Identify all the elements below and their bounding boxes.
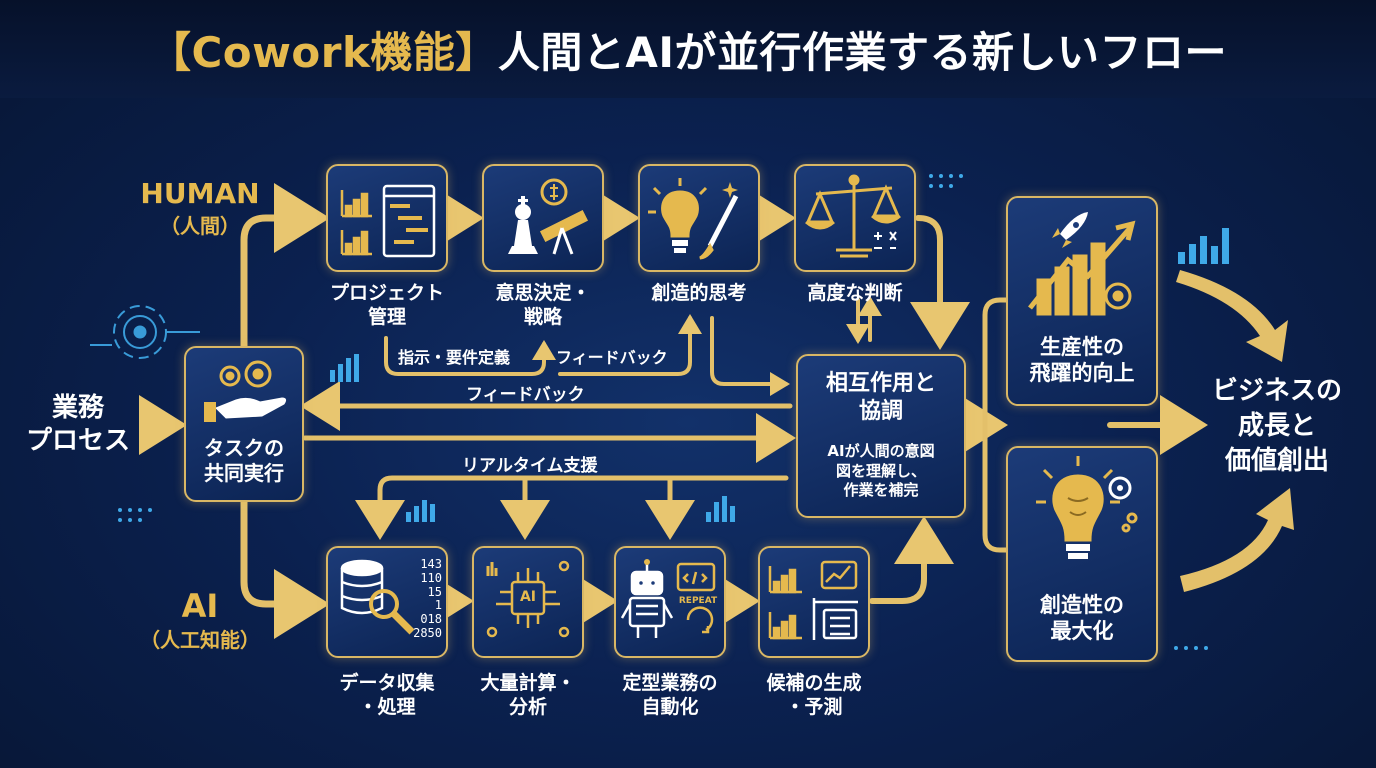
outcome-productivity-label: 生産性の 飛躍的向上 [1029, 335, 1135, 386]
business-process-label: 業務 プロセス [25, 393, 130, 456]
instruction-label: 指示・要件定義 [398, 348, 511, 367]
realtime-label: リアルタイム支援 [462, 456, 598, 476]
human-to-interaction [910, 215, 970, 350]
title-band: 【Cowork機能】人間とAIが並行作業する新しいフロー [0, 0, 1376, 98]
human-step-2 [482, 164, 604, 272]
ai-step-1-digits: 143 110 15 1 018 2850 [413, 557, 442, 640]
final-value-label: ビジネスの 成長と 価値創出 [1211, 376, 1342, 477]
interaction-desc: AIが人間の意図 図を理解し、 作業を補完 [827, 442, 935, 499]
tech-circle-decor [90, 305, 200, 359]
interaction-box: 相互作用と 協調 AIが人間の意図 図を理解し、 作業を補完 [796, 354, 966, 518]
realtime-arrow [355, 475, 789, 540]
human-step-3 [638, 164, 760, 272]
ai-step-1-label: データ収集 ・処理 [339, 672, 435, 718]
co-execution-box: タスクの 共同実行 [184, 346, 304, 502]
ai-to-interaction [869, 516, 954, 604]
human-lane-arrow [240, 183, 330, 352]
bulb-gear-icon [1036, 456, 1138, 559]
co-execution-label: タスクの 共同実行 [204, 436, 284, 485]
feedback-main-label: フィードバック [466, 385, 585, 405]
human-lane-sub: （人間） [160, 214, 240, 238]
outcome-productivity: 生産性の 飛躍的向上 [1006, 196, 1158, 406]
rocket-growth-icon [1028, 212, 1136, 316]
human-step-3-label: 創造的思考 [651, 282, 747, 304]
interaction-title: 相互作用と 協調 [825, 371, 936, 424]
project-chart-icon [340, 184, 436, 258]
title-main: 人間とAIが並行作業する新しいフロー [497, 27, 1228, 77]
human-step-1 [326, 164, 448, 272]
human-step-4-label: 高度な判断 [807, 282, 903, 304]
database-magnifier-icon [340, 559, 415, 635]
curve-arrow-bottom [1180, 488, 1294, 592]
ai-step-4-label: 候補の生成 ・予測 [766, 672, 862, 718]
gear-hand-icon [204, 360, 287, 422]
ai-step-3-label: 定型業務の 自動化 [622, 672, 718, 718]
ai-step-2-label: 大量計算・ 分析 [480, 672, 576, 718]
scales-icon [805, 174, 901, 258]
human-step-4 [794, 164, 916, 272]
curve-arrow-top [1176, 270, 1288, 362]
ai-lane-arrow [240, 496, 330, 639]
ai-chip-text: AI [519, 589, 537, 605]
outcome-creativity-label: 創造性の 最大化 [1040, 593, 1124, 644]
feedback-small-label: フィードバック [556, 348, 668, 367]
ai-step-3: REPEAT [614, 546, 726, 658]
dots-decor [118, 174, 1208, 650]
robot-icon [620, 559, 716, 638]
title-bracketed: 【Cowork機能】 [148, 27, 498, 77]
ai-repeat-text: REPEAT [678, 596, 718, 606]
ai-step-2: AI [472, 546, 584, 658]
page-title: 【Cowork機能】人間とAIが並行作業する新しいフロー [149, 19, 1227, 80]
outcome-creativity: 創造性の 最大化 [1006, 446, 1158, 662]
chess-telescope-icon [508, 178, 589, 255]
ai-chip-icon [486, 560, 570, 638]
lightbulb-brush-icon [648, 178, 739, 260]
ai-lane-label: AI [181, 587, 219, 625]
human-step-1-label: プロジェクト 管理 [329, 282, 444, 328]
ai-lane-sub: （人工知能） [140, 628, 260, 652]
ai-step-1: 143 110 15 1 018 2850 [326, 546, 448, 658]
charts-options-icon [768, 560, 858, 640]
bar-decor [330, 228, 1229, 522]
ai-step-4 [758, 546, 870, 658]
human-lane-label: HUMAN [140, 177, 260, 210]
human-step-2-label: 意思決定・ 戦略 [495, 282, 591, 328]
